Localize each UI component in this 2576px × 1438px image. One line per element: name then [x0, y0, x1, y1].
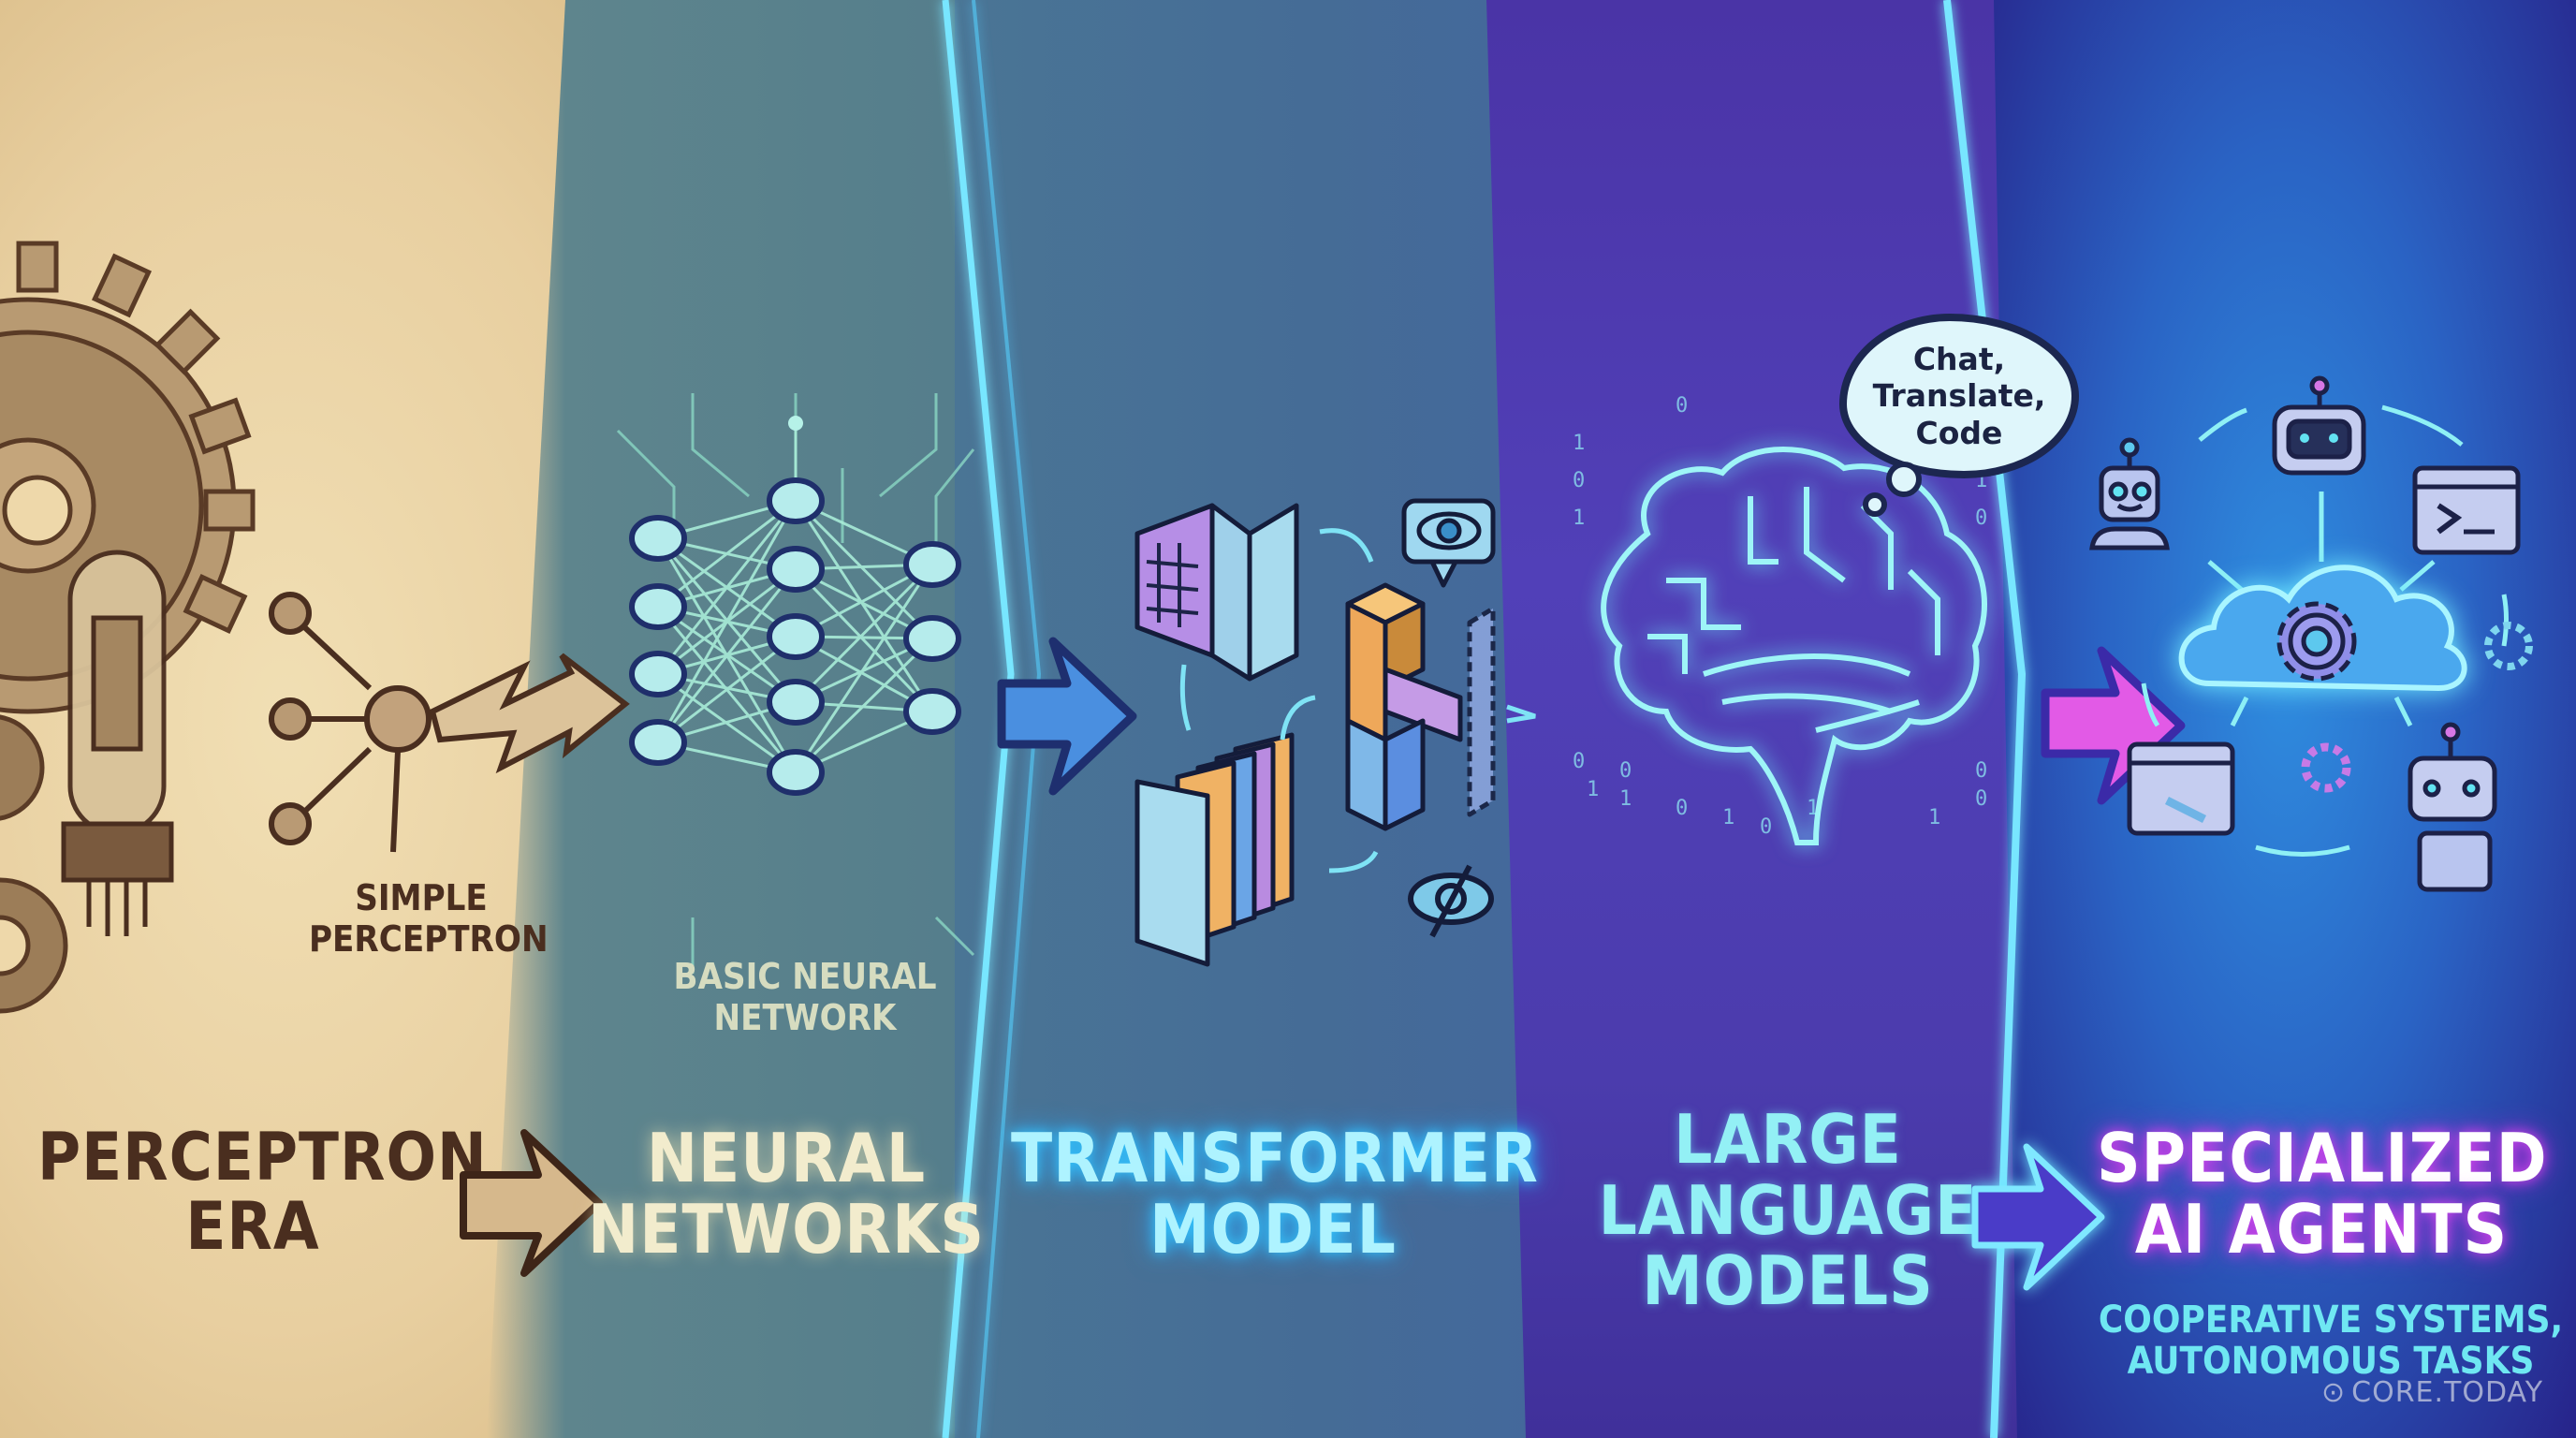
- transformer-model-title: TRANSFORMER MODEL: [1011, 1119, 1539, 1269]
- svg-text:0: 0: [1975, 787, 1987, 811]
- thought-line: Code: [1915, 414, 2003, 451]
- title-line: TRANSFORMER: [1011, 1119, 1539, 1197]
- title-line: NEURAL: [646, 1119, 927, 1197]
- thought-dot: [1863, 492, 1887, 517]
- simple-perceptron-caption: SIMPLE PERCEPTRON: [309, 877, 549, 960]
- caption-line: PERCEPTRON: [309, 917, 549, 960]
- title-line: LANGUAGE: [1598, 1170, 1978, 1250]
- svg-text:0: 0: [1573, 750, 1585, 773]
- arrow-icon: [997, 637, 1137, 796]
- small-gear-icon: [0, 714, 68, 1014]
- robot-icon: [2272, 375, 2366, 476]
- robot-with-wrench-icon: [2408, 722, 2497, 892]
- neuron-nodes: [629, 477, 961, 796]
- small-gear-icon: [2484, 622, 2533, 670]
- title-line: PERCEPTRON: [37, 1119, 488, 1196]
- specialized-ai-agents-title: SPECIALIZED AI AGENTS: [2097, 1119, 2548, 1269]
- svg-text:0: 0: [1760, 815, 1772, 839]
- magnifier-logo-icon: ⊙: [2321, 1376, 2347, 1409]
- neural-networks-title: NEURAL NETWORKS: [580, 1123, 992, 1265]
- arrow-icon: [460, 1129, 603, 1277]
- svg-text:0: 0: [1619, 759, 1632, 783]
- wrench-window-icon: [2127, 741, 2235, 836]
- svg-text:1: 1: [1619, 787, 1632, 811]
- svg-text:0: 0: [1975, 759, 1987, 783]
- thought-line: Chat,: [1912, 340, 2006, 377]
- subtitle-line: AUTONOMOUS TASKS: [2127, 1340, 2535, 1383]
- gear-icon: [2276, 601, 2357, 682]
- title-line: NETWORKS: [588, 1189, 985, 1269]
- neural-network-illustration: [616, 393, 975, 974]
- watermark: ⊙ CORE.TODAY: [2321, 1376, 2543, 1409]
- thought-line: Translate,: [1872, 377, 2046, 415]
- title-line: SPECIALIZED: [2097, 1119, 2548, 1197]
- caption-line: NETWORK: [713, 996, 897, 1038]
- document-stack-icon: [1134, 732, 1295, 967]
- title-line: LARGE: [1674, 1100, 1902, 1179]
- arrow-icon: [1971, 1143, 2105, 1291]
- flow-arrows: [1179, 528, 1536, 873]
- thought-bubble: Chat, Translate, Code: [1839, 314, 2079, 478]
- terminal-window-icon: [2412, 465, 2521, 555]
- svg-text:0: 0: [1975, 506, 1987, 530]
- ai-agents-subtitle: COOPERATIVE SYSTEMS, AUTONOMOUS TASKS: [2097, 1299, 2565, 1382]
- title-line: ERA: [185, 1187, 320, 1265]
- perceptron-diagram: [269, 592, 630, 853]
- connection-arrows: [2141, 404, 2509, 857]
- title-line: AI AGENTS: [2134, 1189, 2509, 1269]
- perceptron-era-title: PERCEPTRON ERA: [37, 1119, 488, 1265]
- ai-agents-illustration: [2089, 375, 2533, 892]
- eye-icon: [1401, 498, 1496, 588]
- robot-icon: [2089, 437, 2170, 550]
- svg-text:0: 0: [1676, 797, 1688, 820]
- brain-icon: [1601, 447, 1987, 845]
- title-line: MODELS: [1642, 1241, 1934, 1321]
- watermark-text: CORE.TODAY: [2351, 1376, 2544, 1409]
- transformer-illustration: [1134, 498, 1536, 967]
- svg-text:1: 1: [1587, 778, 1599, 801]
- folded-document-icon: [1134, 503, 1215, 658]
- thought-dot: [1886, 462, 1922, 497]
- subtitle-line: COOPERATIVE SYSTEMS,: [2098, 1299, 2564, 1342]
- svg-text:1: 1: [1573, 432, 1585, 455]
- caption-line: SIMPLE: [355, 877, 488, 918]
- caption-line: BASIC NEURAL: [673, 956, 937, 997]
- title-line: MODEL: [1149, 1189, 1397, 1269]
- svg-text:1: 1: [1573, 506, 1585, 530]
- pink-gear-icon: [2301, 742, 2351, 793]
- perceptron-illustration: [0, 241, 630, 1014]
- svg-text:0: 0: [1573, 469, 1585, 492]
- eye-slash-icon: [1408, 864, 1494, 938]
- vacuum-tube-icon: [61, 550, 174, 936]
- lightning-arrow-icon: [429, 653, 630, 774]
- svg-text:1: 1: [1722, 806, 1734, 829]
- attention-block-icon: [1345, 582, 1496, 831]
- basic-neural-network-caption: BASIC NEURAL NETWORK: [665, 956, 945, 1038]
- svg-text:0: 0: [1676, 394, 1688, 418]
- large-language-models-title: LARGE LANGUAGE MODELS: [1554, 1100, 2022, 1321]
- svg-text:1: 1: [1928, 806, 1940, 829]
